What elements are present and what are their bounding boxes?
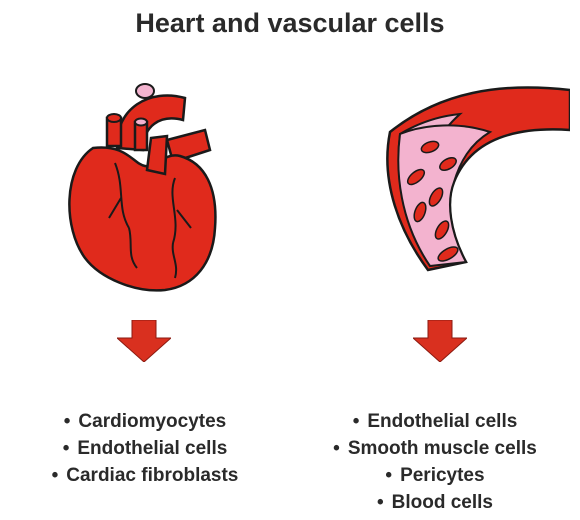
bullet: • <box>377 492 384 513</box>
list-item: • Blood cells <box>290 489 580 516</box>
list-item: • Cardiac fibroblasts <box>0 462 290 489</box>
bullet: • <box>52 465 59 486</box>
cell-type-label: Cardiomyocytes <box>78 411 226 432</box>
bullet: • <box>353 411 360 432</box>
cell-type-label: Pericytes <box>400 465 485 486</box>
blood-vessel-icon <box>370 72 570 282</box>
bullet: • <box>63 438 70 459</box>
bullet: • <box>385 465 392 486</box>
list-item: • Cardiomyocytes <box>0 408 290 435</box>
list-item: • Pericytes <box>290 462 580 489</box>
list-item: • Endothelial cells <box>290 408 580 435</box>
vascular-cell-list: •Endothelial cells •Smooth muscle cells … <box>290 408 580 516</box>
down-arrow-icon <box>117 320 171 362</box>
cell-type-label: Endothelial cells <box>367 411 517 432</box>
down-arrow-icon <box>413 320 467 362</box>
heart-cell-list: • Cardiomyocytes • Endothelial cells • Card… <box>0 408 290 489</box>
cell-type-label: Smooth muscle cells <box>348 438 537 459</box>
diagram-title: Heart and vascular cells <box>0 8 580 39</box>
list-item: • Endothelial cells <box>0 435 290 462</box>
bullet: • <box>333 438 340 459</box>
bullet: • <box>64 411 71 432</box>
cell-type-label: Cardiac fibroblasts <box>66 465 238 486</box>
cell-type-label: Endothelial cells <box>77 438 227 459</box>
heart-icon <box>55 78 235 298</box>
cell-type-label: Blood cells <box>392 492 493 513</box>
list-item: • Smooth muscle cells <box>290 435 580 462</box>
